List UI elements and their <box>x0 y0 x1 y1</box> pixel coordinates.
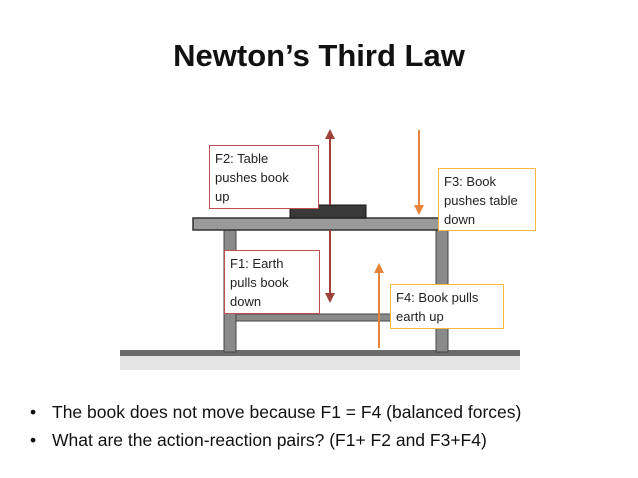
label-f1-line2: pulls book <box>230 275 289 290</box>
label-f2-line3: up <box>215 189 230 204</box>
label-f4-line1: F4: Book pulls <box>396 290 479 305</box>
label-f2: F2: Table pushes book up <box>209 145 319 209</box>
bullet-text: The book does not move because F1 = F4 (… <box>52 402 522 422</box>
label-f2-line1: F2: Table <box>215 151 269 166</box>
label-f4-line2: earth up <box>396 309 444 324</box>
bullet-item: • The book does not move because F1 = F4… <box>30 398 630 426</box>
label-f3-line3: down <box>444 212 476 227</box>
label-f4: F4: Book pulls earth up <box>390 284 504 329</box>
bullet-text: What are the action-reaction pairs? (F1+… <box>52 430 487 450</box>
label-f1: F1: Earth pulls book down <box>224 250 320 314</box>
label-f3-line1: F3: Book <box>444 174 497 189</box>
bullet-glyph: • <box>30 402 37 422</box>
floor <box>120 350 520 356</box>
slide-title: Newton’s Third Law <box>173 38 465 73</box>
floor-shadow <box>120 356 520 370</box>
label-f1-line3: down <box>230 294 262 309</box>
bullet-glyph: • <box>30 430 37 450</box>
bullet-item: • What are the action-reaction pairs? (F… <box>30 426 630 454</box>
label-f1-line1: F1: Earth <box>230 256 284 271</box>
label-f2-line2: pushes book <box>215 170 289 185</box>
label-f3-line2: pushes table <box>444 193 518 208</box>
bullet-list: • The book does not move because F1 = F4… <box>30 398 630 454</box>
label-f3: F3: Book pushes table down <box>438 168 536 231</box>
